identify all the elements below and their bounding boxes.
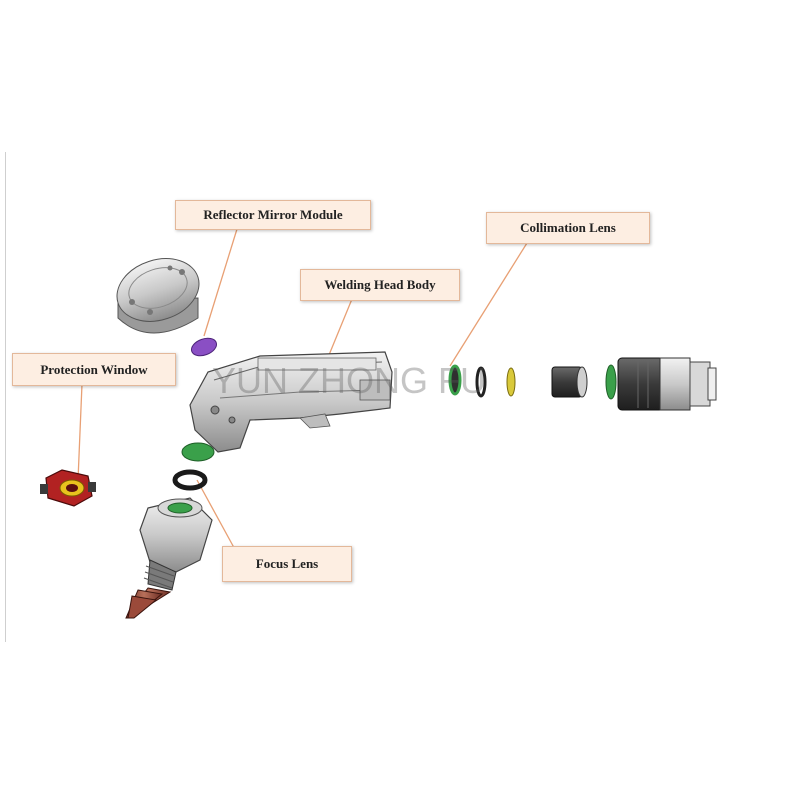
fiber-connector-part [606,358,716,410]
label-welding-head-body: Welding Head Body [300,269,460,301]
label-focus-lens: Focus Lens [222,546,352,582]
label-text: Collimation Lens [520,220,616,236]
label-protection-window: Protection Window [12,353,176,386]
yellow-lens [507,368,515,396]
black-spacer-ring [477,368,485,396]
welding-head-body-part [190,352,392,452]
label-text: Protection Window [40,362,147,378]
label-text: Reflector Mirror Module [203,207,342,223]
label-collimation-lens: Collimation Lens [486,212,650,244]
label-reflector-mirror-module: Reflector Mirror Module [175,200,371,230]
nozzle-assembly-part [126,498,212,618]
label-text: Focus Lens [256,556,318,572]
collimation-lens-group [450,366,587,397]
protection-window-part [40,470,96,506]
reflector-mirror-module-part [109,248,207,333]
leader-collimation [450,243,527,366]
leader-protection [78,384,82,480]
leader-reflector [204,229,237,336]
purple-mirror-disk [189,335,219,359]
green-lens-ring [450,366,460,394]
label-text: Welding Head Body [324,277,435,293]
green-focus-lens [182,443,214,461]
black-seal-ring [175,472,205,488]
